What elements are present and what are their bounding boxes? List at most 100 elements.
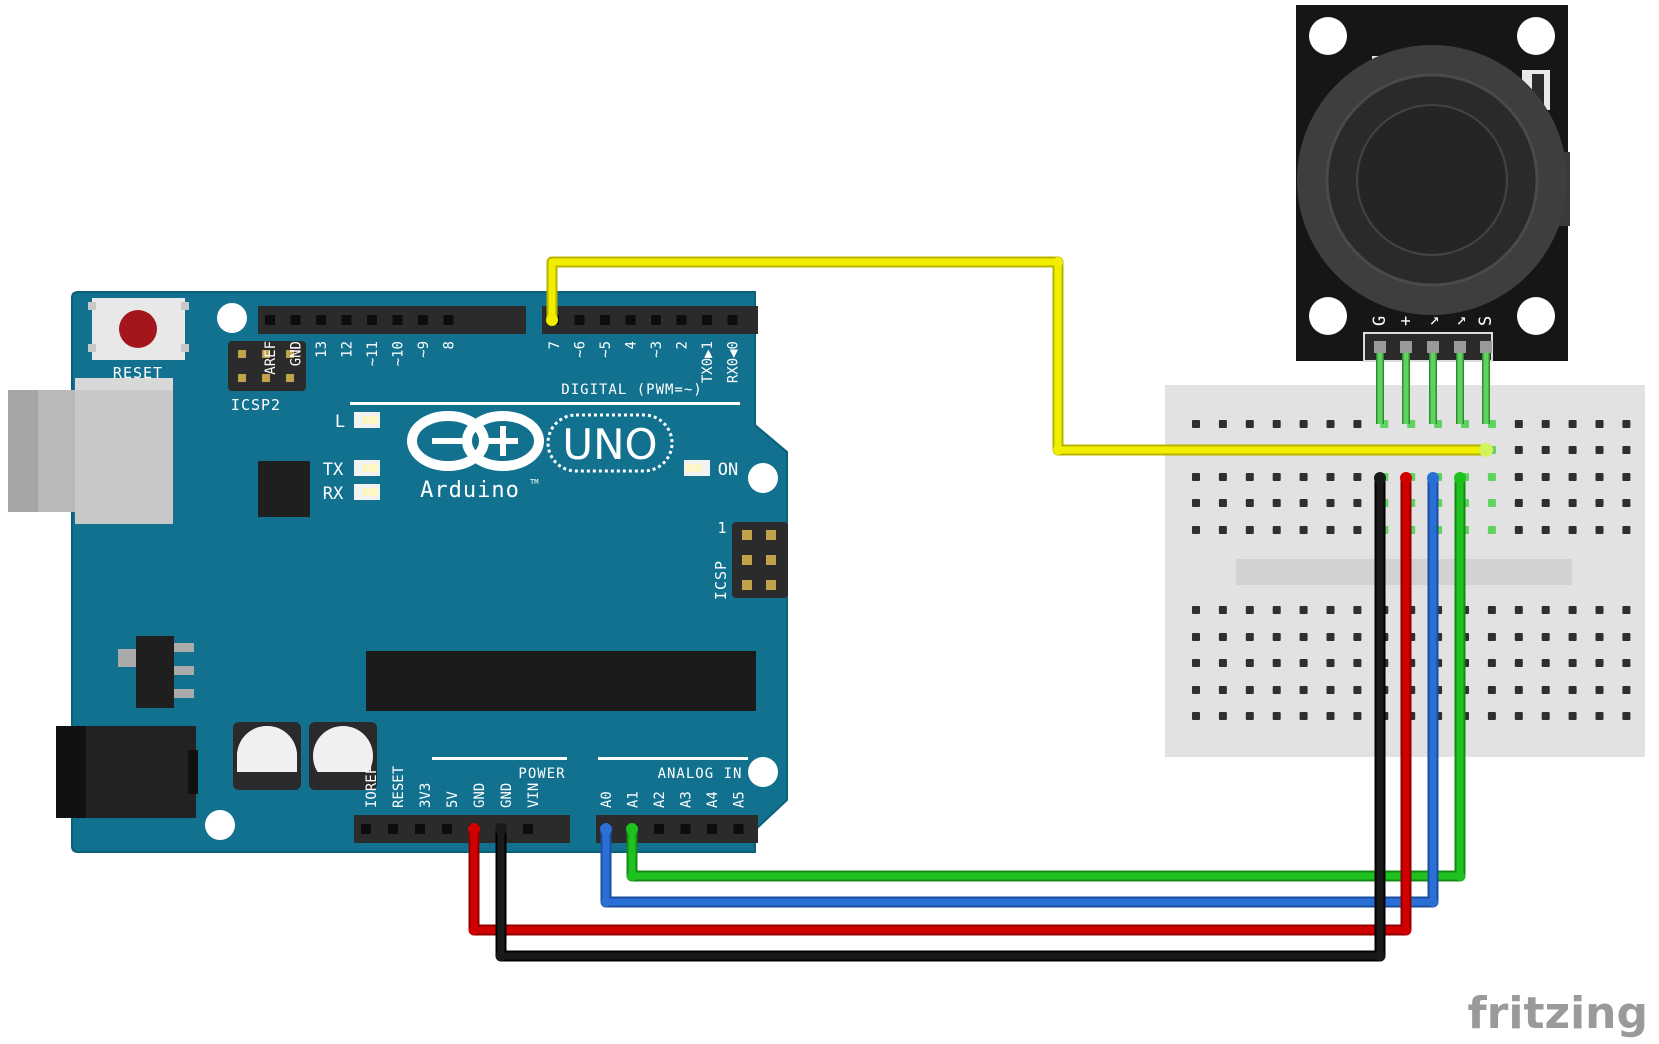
header-pin[interactable]: [442, 824, 452, 834]
breadboard-hole[interactable]: [1595, 659, 1604, 667]
breadboard-hole[interactable]: [1595, 633, 1604, 641]
breadboard-hole[interactable]: [1487, 473, 1496, 481]
breadboard-hole[interactable]: [1245, 633, 1254, 641]
breadboard-hole[interactable]: [1326, 473, 1335, 481]
header-pin[interactable]: [341, 315, 352, 325]
breadboard-hole[interactable]: [1245, 659, 1254, 667]
breadboard-hole[interactable]: [1218, 712, 1227, 720]
breadboard-hole[interactable]: [1622, 420, 1631, 428]
header-pin[interactable]: [574, 315, 585, 325]
breadboard-hole[interactable]: [1272, 499, 1281, 507]
breadboard-hole[interactable]: [1192, 420, 1200, 428]
breadboard-hole[interactable]: [1299, 712, 1308, 720]
breadboard-hole[interactable]: [1514, 420, 1523, 428]
breadboard-hole[interactable]: [1541, 712, 1550, 720]
breadboard-hole[interactable]: [1568, 659, 1577, 667]
breadboard-hole[interactable]: [1514, 686, 1523, 694]
breadboard-hole[interactable]: [1541, 526, 1550, 534]
breadboard-hole[interactable]: [1353, 526, 1362, 534]
joystick-pin[interactable]: [1480, 341, 1492, 353]
breadboard-hole[interactable]: [1192, 686, 1200, 694]
header-pin[interactable]: [265, 315, 275, 325]
header-pin[interactable]: [680, 824, 691, 834]
breadboard-hole[interactable]: [1192, 526, 1200, 534]
breadboard-hole[interactable]: [1622, 499, 1631, 507]
breadboard-hole[interactable]: [1353, 712, 1362, 720]
breadboard-hole[interactable]: [1541, 473, 1550, 481]
breadboard-hole[interactable]: [1514, 446, 1523, 454]
header-pin[interactable]: [367, 315, 377, 325]
breadboard-hole[interactable]: [1353, 633, 1362, 641]
breadboard-hole[interactable]: [1272, 686, 1281, 694]
header-pin[interactable]: [523, 824, 533, 834]
breadboard-hole[interactable]: [1192, 633, 1200, 641]
breadboard-hole[interactable]: [1245, 420, 1254, 428]
header-pin[interactable]: [600, 315, 610, 325]
breadboard-hole[interactable]: [1299, 420, 1308, 428]
breadboard-hole[interactable]: [1218, 473, 1227, 481]
breadboard-hole[interactable]: [1353, 659, 1362, 667]
breadboard-hole[interactable]: [1487, 686, 1496, 694]
breadboard-hole[interactable]: [1326, 420, 1335, 428]
breadboard-hole[interactable]: [1218, 526, 1227, 534]
header-pin[interactable]: [388, 824, 398, 834]
breadboard-hole[interactable]: [1568, 712, 1577, 720]
breadboard-hole[interactable]: [1326, 499, 1335, 507]
breadboard-hole[interactable]: [1487, 526, 1496, 534]
breadboard-hole[interactable]: [1568, 473, 1577, 481]
joystick-pin[interactable]: [1454, 341, 1466, 353]
breadboard-hole[interactable]: [1272, 473, 1281, 481]
breadboard-hole[interactable]: [1353, 606, 1362, 614]
breadboard-hole[interactable]: [1622, 526, 1631, 534]
breadboard-hole[interactable]: [1245, 473, 1254, 481]
breadboard-hole[interactable]: [1353, 420, 1362, 428]
breadboard-hole[interactable]: [1272, 659, 1281, 667]
breadboard-hole[interactable]: [1299, 526, 1308, 534]
breadboard-hole[interactable]: [1218, 499, 1227, 507]
breadboard-hole[interactable]: [1514, 633, 1523, 641]
breadboard-hole[interactable]: [1353, 473, 1362, 481]
breadboard-hole[interactable]: [1326, 606, 1335, 614]
breadboard-hole[interactable]: [1487, 606, 1496, 614]
breadboard-hole[interactable]: [1218, 633, 1227, 641]
breadboard-hole[interactable]: [1514, 659, 1523, 667]
header-pin[interactable]: [392, 315, 403, 325]
breadboard-hole[interactable]: [1299, 633, 1308, 641]
header-pin[interactable]: [651, 315, 661, 325]
breadboard-hole[interactable]: [1326, 659, 1335, 667]
header-pin[interactable]: [654, 824, 664, 834]
joystick-pin[interactable]: [1400, 341, 1412, 353]
breadboard-hole[interactable]: [1622, 446, 1631, 454]
header-pin[interactable]: [418, 315, 428, 325]
breadboard-hole[interactable]: [1568, 686, 1577, 694]
breadboard-hole[interactable]: [1326, 712, 1335, 720]
header-pin[interactable]: [316, 315, 326, 325]
joystick-cap[interactable]: [1356, 104, 1508, 256]
breadboard-hole[interactable]: [1541, 633, 1550, 641]
breadboard-hole[interactable]: [1622, 633, 1631, 641]
breadboard-hole[interactable]: [1272, 420, 1281, 428]
breadboard-hole[interactable]: [1541, 446, 1550, 454]
header-pin[interactable]: [361, 824, 371, 834]
breadboard-hole[interactable]: [1192, 473, 1200, 481]
breadboard-hole[interactable]: [1541, 499, 1550, 507]
breadboard-hole[interactable]: [1192, 659, 1200, 667]
breadboard-hole[interactable]: [1514, 499, 1523, 507]
breadboard-hole[interactable]: [1622, 659, 1631, 667]
breadboard-hole[interactable]: [1299, 606, 1308, 614]
breadboard-hole[interactable]: [1568, 606, 1577, 614]
header-pin[interactable]: [290, 315, 301, 325]
breadboard-hole[interactable]: [1622, 606, 1631, 614]
header-pin[interactable]: [625, 315, 636, 325]
breadboard-hole[interactable]: [1541, 659, 1550, 667]
breadboard-hole[interactable]: [1326, 633, 1335, 641]
breadboard-hole[interactable]: [1245, 712, 1254, 720]
header-pin[interactable]: [707, 824, 717, 834]
breadboard-hole[interactable]: [1218, 606, 1227, 614]
breadboard-hole[interactable]: [1299, 659, 1308, 667]
breadboard-hole[interactable]: [1353, 499, 1362, 507]
breadboard-hole[interactable]: [1245, 606, 1254, 614]
header-pin[interactable]: [733, 824, 744, 834]
breadboard-hole[interactable]: [1541, 686, 1550, 694]
breadboard-hole[interactable]: [1568, 420, 1577, 428]
